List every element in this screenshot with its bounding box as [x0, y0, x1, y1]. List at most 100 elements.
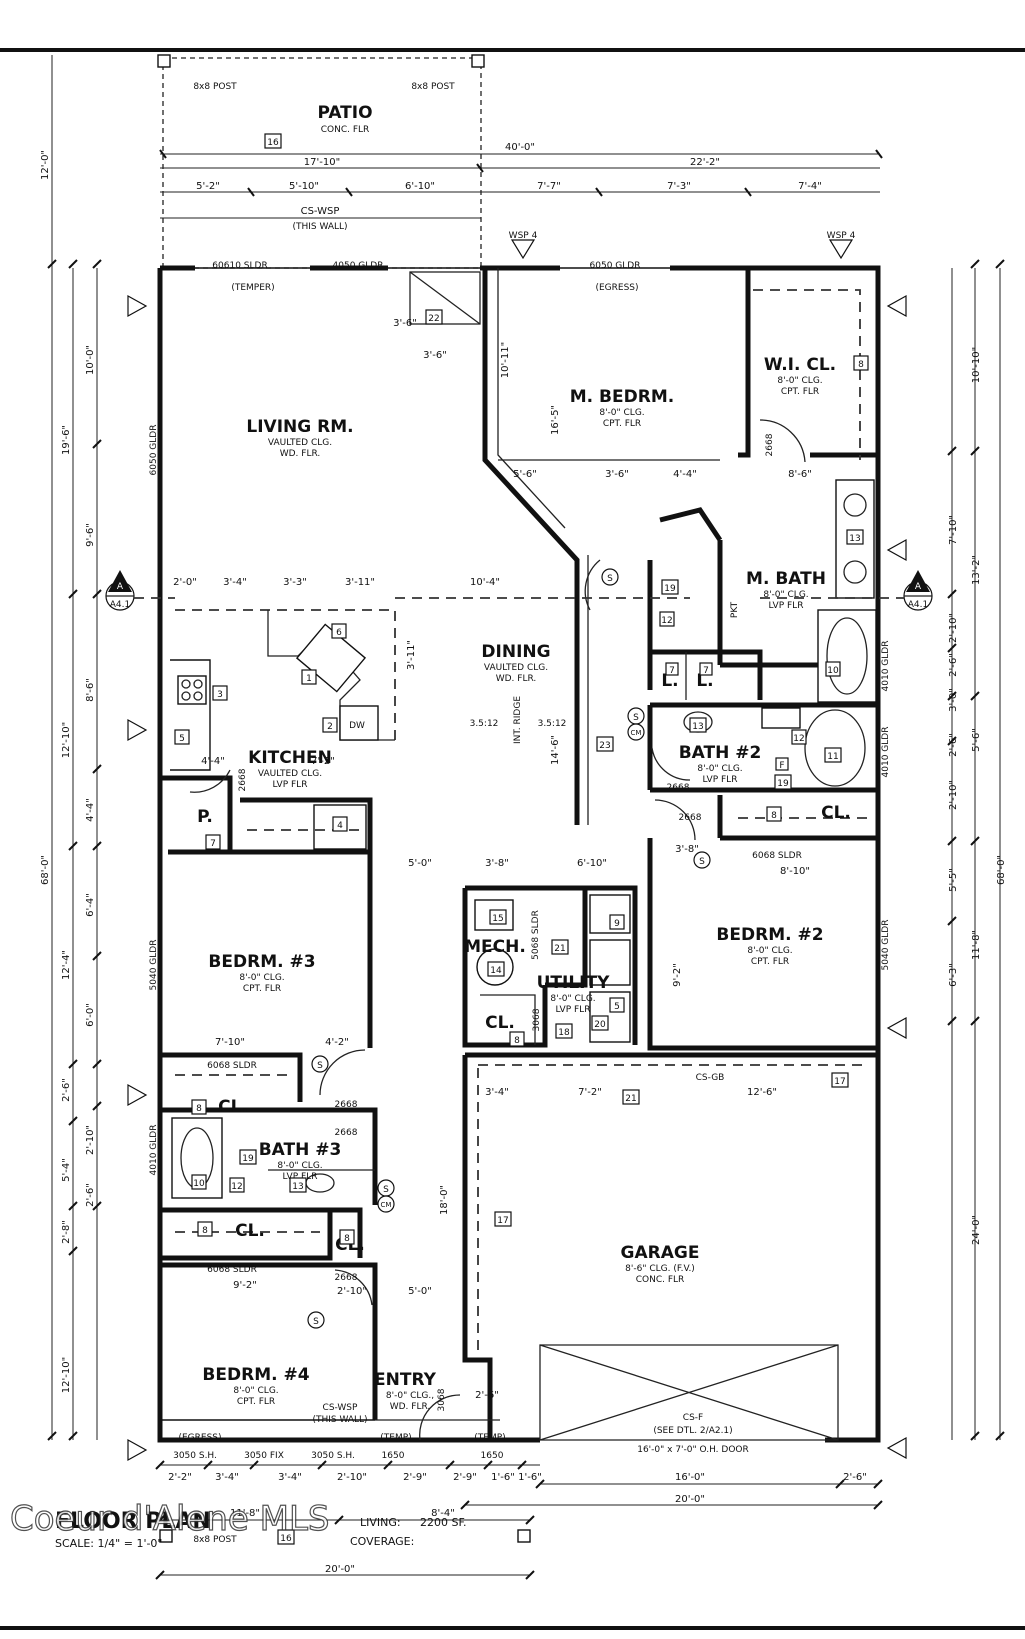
door-label: 2668 [679, 813, 702, 823]
dim-label: 12'-10" [61, 1357, 72, 1393]
dim-label: 2'-6" [475, 1390, 499, 1401]
section-sheet: A4.1 [908, 600, 928, 610]
svg-text:19: 19 [242, 1154, 254, 1164]
dim-label: 5'-2" [196, 181, 220, 192]
smoke-detector-icon: S [699, 857, 705, 867]
mls-watermark: Coeur d'Alene MLS [10, 1499, 329, 1539]
ridge-label: INT. RIDGE [513, 696, 523, 744]
room-note: CPT. FLR [781, 387, 819, 397]
dim-label: 2'-10" [337, 1472, 367, 1483]
room-name-bedroom-2: BEDRM. #2 [716, 925, 823, 945]
svg-text:21: 21 [625, 1094, 636, 1104]
interior-walls: DW [160, 268, 878, 1441]
room-note: LVP FLR [283, 1172, 318, 1182]
dim-label: 6'-0" [85, 1003, 96, 1027]
room-note: 8'-0" CLG. [277, 1161, 322, 1171]
room-name-master-bath: M. BATH [746, 569, 826, 589]
dim-label: 3'-0" [948, 688, 959, 712]
dim-label: 7'-7" [537, 181, 561, 192]
door-label: 2668 [667, 783, 690, 793]
dim-label: 2'-10" [948, 613, 959, 643]
svg-text:13: 13 [292, 1182, 303, 1192]
svg-text:13: 13 [692, 722, 703, 732]
dim-label: 12'-4" [61, 950, 72, 980]
dim-label: 3'-8" [675, 844, 699, 855]
dim-label: 3'-6" [393, 318, 417, 329]
svg-text:17: 17 [497, 1216, 508, 1226]
room-name-bath-2: BATH #2 [679, 743, 762, 763]
room-note: WD. FLR. [390, 1402, 431, 1412]
room-note: CONC. FLR [636, 1275, 685, 1285]
svg-text:12: 12 [231, 1182, 242, 1192]
dim-label: 7'-10" [948, 515, 959, 545]
svg-text:20: 20 [594, 1020, 606, 1030]
dim-label: 12'-6" [747, 1087, 777, 1098]
room-note: 8'-6" CLG. (F.V.) [625, 1264, 695, 1274]
dim-label: 3'-6" [605, 469, 629, 480]
dim-label: 2'-6" [61, 1078, 72, 1102]
dim-label: 18'-0" [439, 1185, 450, 1215]
right-dimensions: 68'-0" 10'-10" 7'-10" 13'-2" 2'-10" 2'-6… [947, 259, 1007, 1441]
door-label: 6068 SLDR [752, 851, 802, 861]
window-label: 1650 [382, 1451, 405, 1461]
dim-label: 3'-3" [283, 577, 307, 588]
dim-label: 20'-0" [675, 1494, 705, 1505]
wsp-markers: WSP 4 WSP 4 [127, 231, 907, 1462]
room-note: 8'-0" CLG. [239, 973, 284, 983]
dim-label: 7'-2" [311, 756, 335, 767]
dim-label: 6'-3" [948, 963, 959, 987]
drawing-scale: SCALE: 1/4" = 1'-0" [55, 1537, 163, 1550]
dim-label: 5'-4" [61, 1158, 72, 1182]
dim-label: 9'-2" [233, 1280, 257, 1291]
wsp-tag: WSP 4 [827, 231, 856, 241]
dim-label: 4'-4" [201, 756, 225, 767]
room-name-bedroom-4: BEDRM. #4 [202, 1365, 309, 1385]
room-note: 8'-0" CLG. [233, 1386, 278, 1396]
svg-text:F: F [779, 761, 784, 771]
svg-text:14: 14 [490, 966, 502, 976]
section-letter: A [117, 582, 124, 592]
svg-text:8: 8 [344, 1234, 350, 1244]
dim-label: 16'-5" [550, 405, 561, 435]
dim-label: 16'-0" [675, 1472, 705, 1483]
shear-wall-note: (THIS WALL) [292, 222, 347, 232]
svg-text:6: 6 [336, 628, 342, 638]
post-label: 8x8 POST [193, 1535, 237, 1545]
room-note: CPT. FLR [603, 419, 641, 429]
room-note: CPT. FLR [243, 984, 281, 994]
detail-reference: (SEE DTL. 2/A2.1) [653, 1426, 732, 1436]
door-label: 6068 SLDR [207, 1061, 257, 1071]
room-note: LVP FLR [769, 601, 804, 611]
room-note: 8'-0" CLG., [386, 1391, 434, 1401]
smoke-detector-icon: S [607, 574, 613, 584]
dim-label: 2'-6" [948, 733, 959, 757]
room-name-closet: CL. [235, 1221, 265, 1241]
dim-label: 10'-0" [85, 345, 96, 375]
pocket-door-label: PKT [730, 601, 740, 618]
co-monitor-icon: CM [381, 1201, 392, 1209]
room-name-living: LIVING RM. [246, 417, 353, 437]
svg-text:8: 8 [196, 1104, 202, 1114]
section-sheet: A4.1 [110, 600, 130, 610]
window-note: (EGRESS) [178, 1433, 221, 1443]
svg-text:8: 8 [514, 1036, 520, 1046]
dim-label: 4'-4" [85, 798, 96, 822]
dim-label: 4'-2" [325, 1037, 349, 1048]
door-label: 2668 [335, 1128, 358, 1138]
smoke-detectors: S S CM S S S CM S [307, 568, 711, 1329]
dim-label: 5'-10" [289, 181, 319, 192]
room-note: 8'-0" CLG. [550, 994, 595, 1004]
svg-text:8: 8 [858, 360, 864, 370]
room-name-linen: L. [696, 671, 713, 691]
room-labels: LIVING RM. VAULTED CLG. WD. FLR. M. BEDR… [197, 355, 851, 1412]
room-note: CPT. FLR [237, 1397, 275, 1407]
window-label: 5040 GLDR [881, 920, 891, 971]
room-name-wi-closet: W.I. CL. [764, 355, 836, 375]
svg-text:19: 19 [777, 779, 789, 789]
svg-text:2: 2 [327, 722, 333, 732]
room-note: 8'-0" CLG. [697, 764, 742, 774]
window-label: 4010 GLDR [149, 1125, 159, 1176]
svg-text:5: 5 [179, 734, 185, 744]
dim-label: 14'-6" [550, 735, 561, 765]
room-name-closet: CL. [485, 1013, 515, 1033]
